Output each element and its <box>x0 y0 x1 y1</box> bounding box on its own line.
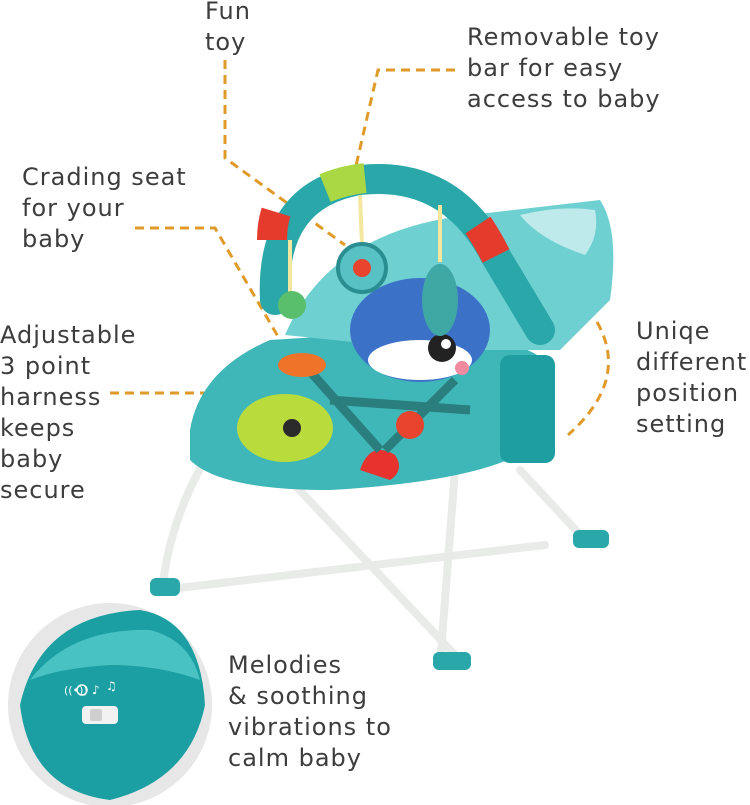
label-line: setting <box>636 410 727 438</box>
whale-belly <box>368 340 472 380</box>
toy-bar-segment-red <box>257 207 291 241</box>
label-line: vibrations to <box>228 713 392 741</box>
label-line: baby <box>22 225 86 253</box>
crab-print <box>396 411 424 439</box>
label-line: harness <box>0 383 102 411</box>
label-line: secure <box>0 476 86 504</box>
label-line: different <box>636 348 748 376</box>
label-line: Uniqe <box>636 317 711 345</box>
timer-icon <box>76 684 88 696</box>
wire-frame <box>158 456 589 669</box>
side-control-panel <box>500 355 555 463</box>
label-line: 3 point <box>0 352 92 380</box>
label-line: calm baby <box>228 744 362 772</box>
label-line: Adjustable <box>0 321 137 349</box>
label-line: keeps <box>0 414 76 442</box>
label-line: Fun <box>205 0 251 25</box>
label-fun-toy: Fun toy <box>205 0 251 58</box>
frame-feet <box>150 530 609 670</box>
coral-print <box>360 450 399 480</box>
label-line: baby <box>0 445 64 473</box>
label-line: Removable toy <box>467 23 660 51</box>
label-line: position <box>636 379 740 407</box>
vibration-icon: ((•)) <box>64 684 88 697</box>
label-line: for your <box>22 194 125 222</box>
hanging-side-toy <box>278 291 306 319</box>
fish-print <box>278 353 326 377</box>
hanging-leaf-toy <box>422 264 458 336</box>
whale-eye <box>428 334 456 362</box>
label-harness: Adjustable 3 point harness keeps baby se… <box>0 320 136 506</box>
label-line: toy <box>205 28 247 56</box>
label-cradling-seat: Crading seat for your baby <box>22 162 187 255</box>
control-closeup-inset: ((•)) ♪ ♫ <box>8 603 212 805</box>
toy-bar-segment-green <box>319 163 367 203</box>
label-line: Crading seat <box>22 163 187 191</box>
callout-removable-bar <box>353 68 455 171</box>
label-position: Uniqe different position setting <box>636 316 747 440</box>
label-line: access to baby <box>467 85 661 113</box>
label-line: Melodies <box>228 651 342 679</box>
music-notes-icon: ♫ <box>106 679 117 693</box>
seat-back-detail <box>520 208 597 255</box>
label-melodies: Melodies & soothing vibrations to calm b… <box>228 650 392 774</box>
callout-cradling-seat <box>135 226 282 341</box>
label-removable-bar: Removable toy bar for easy access to bab… <box>467 22 661 115</box>
toy-bar-segment-red-2 <box>465 216 510 263</box>
music-note-icon: ♪ <box>92 683 100 697</box>
turtle-eye <box>283 419 301 437</box>
whale-cheek <box>455 361 469 375</box>
callout-position <box>567 321 610 437</box>
label-line: bar for easy <box>467 54 624 82</box>
label-line: & soothing <box>228 682 368 710</box>
